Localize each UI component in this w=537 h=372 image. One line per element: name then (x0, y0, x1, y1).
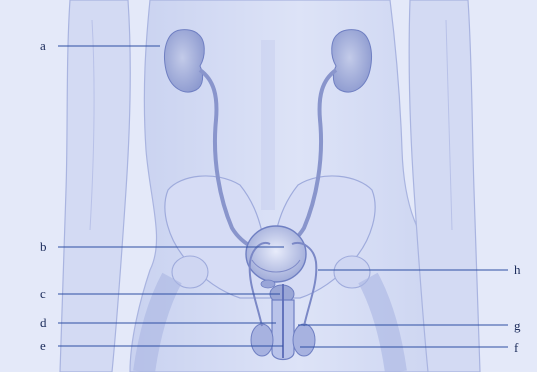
label-c: c (40, 286, 46, 301)
label-g: g (514, 318, 521, 333)
label-a: a (40, 38, 46, 53)
label-f: f (514, 340, 519, 355)
label-e: e (40, 338, 46, 353)
testis-left (251, 324, 273, 356)
label-d: d (40, 315, 47, 330)
testis-right (293, 324, 315, 356)
label-h: h (514, 262, 521, 277)
bladder (246, 226, 306, 282)
label-b: b (40, 239, 47, 254)
